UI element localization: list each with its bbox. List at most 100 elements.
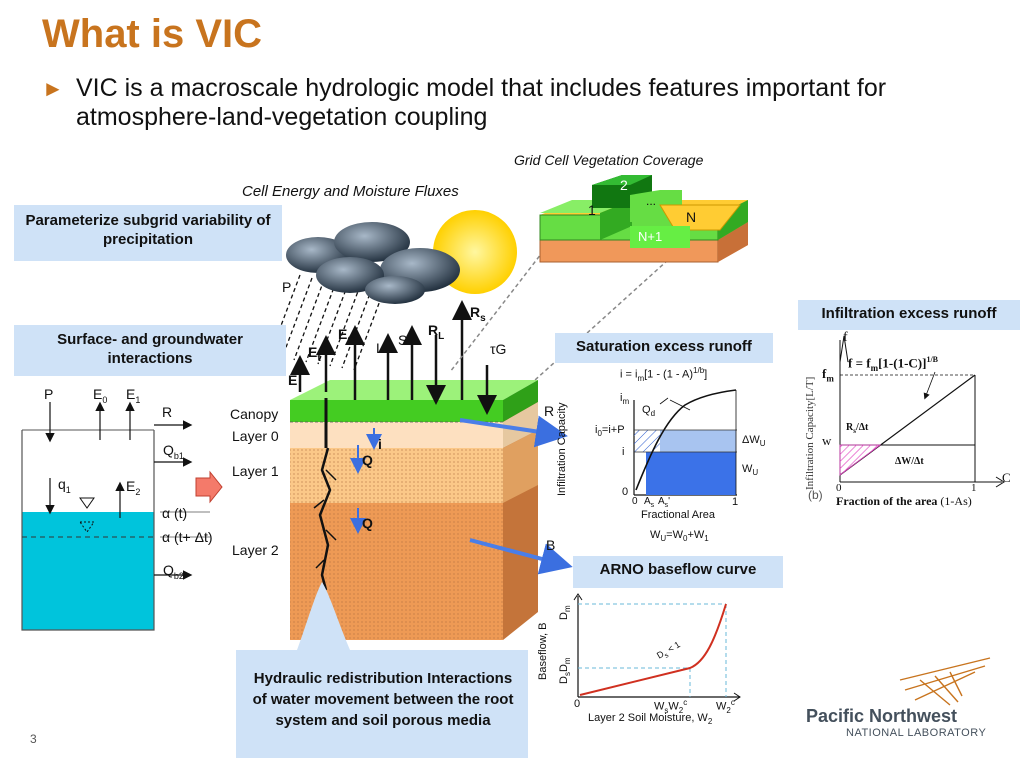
callout-hydraulic: Hydraulic redistribution Interactions of… xyxy=(248,668,518,731)
saturation-label-zero-x: 0 xyxy=(632,496,638,507)
baseflow-label-dm: Dm xyxy=(558,605,573,620)
saturation-label-as2: As' xyxy=(658,496,671,509)
runoff-arrow xyxy=(459,415,568,448)
baseflow-curve xyxy=(579,603,727,696)
infiltration-label-w: w xyxy=(822,433,832,448)
tank-label-q1: q1 xyxy=(58,476,71,495)
page-number: 3 xyxy=(30,732,37,746)
infiltration-xlabel: Fraction of the area (1-As) xyxy=(836,494,972,508)
layer-label-0: Layer 0 xyxy=(232,428,279,444)
tank-label-p: P xyxy=(44,386,54,402)
transition-arrow-icon xyxy=(195,470,223,504)
slide-title: What is VIC xyxy=(42,12,263,56)
saturation-xlabel: Fractional Area xyxy=(641,509,715,521)
saturation-label-qd: Qd xyxy=(642,404,656,419)
infiltration-ylabel: Infiltration Capacity[L/T] xyxy=(804,376,816,490)
infiltration-label-c: C xyxy=(1002,470,1011,485)
saturation-label-as: As xyxy=(644,496,655,509)
infiltration-label-zero: 0 xyxy=(836,482,842,494)
tile-label-n: N xyxy=(686,209,697,225)
callout-groundwater: Surface- and groundwater interactions xyxy=(14,325,286,376)
saturation-ylabel: Infiltration Capacity xyxy=(556,402,568,496)
baseflow-xlabel: Layer 2 Soil Moisture, W2 xyxy=(588,712,713,727)
tank-model xyxy=(21,401,210,631)
infiltration-label-one: 1 xyxy=(971,482,977,494)
saturation-label-one: 1 xyxy=(732,496,739,508)
tank-label-r: R xyxy=(162,404,173,420)
baseflow-ylabel: Baseflow, B xyxy=(537,622,549,680)
flux-label-rl: RL xyxy=(428,322,445,342)
flow-label-i: i xyxy=(378,436,382,452)
flux-label-l: L xyxy=(376,340,384,356)
saturation-equation: i = im[1 - (1 - A)1/b] xyxy=(620,366,708,383)
baseflow-chart xyxy=(573,593,741,702)
roots xyxy=(318,447,332,591)
flux-label-s: S xyxy=(398,332,408,348)
layer-label-2: Layer 2 xyxy=(232,542,279,558)
layer-label-canopy: Canopy xyxy=(230,406,279,422)
callout-baseflow: ARNO baseflow curve xyxy=(573,556,783,588)
saturation-chart xyxy=(633,389,737,496)
veg-coverage-title: Grid Cell Vegetation Coverage xyxy=(514,152,704,168)
flux-label-rs: Rs xyxy=(470,304,486,324)
flow-label-q2: Q xyxy=(362,515,373,531)
flow-label-b: B xyxy=(546,537,556,553)
tank-water xyxy=(22,512,154,630)
bullet-text: VIC is a macroscale hydrologic model tha… xyxy=(76,74,887,131)
baseflow-label-w2c: W2c xyxy=(716,698,735,715)
saturation-water-area xyxy=(646,452,736,495)
tank-walls xyxy=(21,430,155,631)
tank-label-alpha-tdt: α (t+ Δt) xyxy=(162,529,213,545)
pnnl-logo-sub: NATIONAL LABORATORY xyxy=(846,727,987,739)
tile-label-dots: ... xyxy=(646,194,657,208)
baseflow-label-dsdm: DsDm xyxy=(558,657,573,684)
saturation-label-i0: i0=i+P xyxy=(595,424,625,439)
infiltration-label-fm: fm xyxy=(822,366,834,384)
cloud-icon xyxy=(286,222,460,304)
infiltration-label-dw: ΔW/Δt xyxy=(895,456,924,467)
soil-column xyxy=(290,300,573,640)
callout-precipitation: Parameterize subgrid variability of prec… xyxy=(14,205,282,261)
saturation-label-dwu: ΔWU xyxy=(742,434,766,449)
infiltration-label-f: f xyxy=(843,330,848,345)
tank-label-e2: E2 xyxy=(126,478,141,497)
baseflow-label-ws: WsW2c xyxy=(654,698,688,715)
flux-label-eb: E xyxy=(288,372,298,388)
saturation-footer: WU=W0+W1 xyxy=(650,529,709,544)
saturation-label-wu: WU xyxy=(742,463,759,478)
tank-label-qb1: Qb1 xyxy=(163,442,184,461)
infiltration-label-rs: Rs/Δt xyxy=(846,422,869,435)
tank-label-e1: E1 xyxy=(126,386,141,405)
flux-label-p: P xyxy=(282,279,292,295)
tile-label-n1: N+1 xyxy=(638,229,663,244)
tank-label-alpha-t: α (t) xyxy=(162,505,188,521)
callout-saturation: Saturation excess runoff xyxy=(555,333,773,363)
flux-label-et: Et xyxy=(308,344,321,364)
pnnl-logo-name: Pacific Northwest xyxy=(806,706,958,726)
infiltration-equation: f = fm[1-(1-C)]1/B xyxy=(848,355,939,373)
cell-fluxes-title: Cell Energy and Moisture Fluxes xyxy=(242,183,459,200)
flux-label-ec: EC xyxy=(338,326,355,346)
infiltration-chart xyxy=(839,335,1005,488)
callout-infiltration: Infiltration excess runoff xyxy=(798,300,1020,330)
bullet-arrow-icon: ► xyxy=(42,76,64,101)
flux-label-g: τG xyxy=(490,341,507,357)
layer-label-1: Layer 1 xyxy=(232,463,279,479)
rain-lines xyxy=(269,274,385,371)
vegetation-coverage-block xyxy=(539,175,748,263)
canopy-layer xyxy=(290,400,503,422)
tank-level-marker xyxy=(79,497,95,509)
flow-label-q1: Q xyxy=(362,452,373,468)
infiltration-label-b: (b) xyxy=(808,488,823,502)
tank-label-e0: E0 xyxy=(93,386,108,405)
tile-label-2: 2 xyxy=(620,177,628,193)
pnnl-logo-mark xyxy=(899,657,991,706)
tile-label-1: 1 xyxy=(588,202,596,218)
flow-label-r: R xyxy=(544,403,555,419)
saturation-label-i: i xyxy=(622,446,625,458)
layer0-front xyxy=(290,420,503,448)
tank-label-qb2: Qb2 xyxy=(163,562,184,581)
baseflow-arrow xyxy=(469,538,573,575)
saturation-label-zero: 0 xyxy=(622,486,629,498)
